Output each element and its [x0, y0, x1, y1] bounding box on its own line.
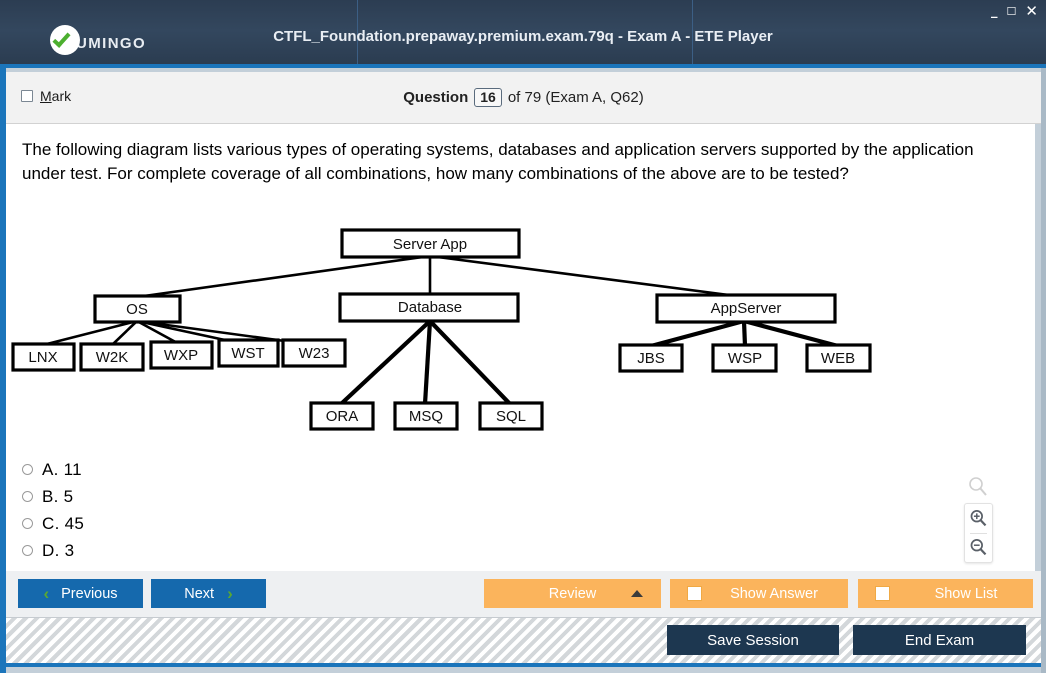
mark-accel: M [40, 88, 52, 104]
answer-option-label: A. 11 [42, 459, 82, 479]
tree-node-appserver: AppServer [655, 293, 837, 324]
show-answer-button[interactable]: Show Answer [670, 579, 848, 608]
answer-options: A. 11 B. 5 C. 45 D. 3 [22, 456, 84, 564]
tree-node-label: LNX [28, 349, 57, 366]
zoom-divider [970, 532, 987, 534]
answer-option-a[interactable]: A. 11 [22, 456, 84, 483]
mark-checkbox[interactable]: Mark [21, 88, 71, 104]
mark-checkbox-box[interactable] [21, 90, 33, 102]
question-word: Question [403, 89, 469, 106]
answer-option-label: D. 3 [42, 540, 75, 560]
tree-node-label: JBS [637, 350, 665, 367]
zoom-controls [964, 503, 993, 563]
title-bar: UMINGO CTFL_Foundation.prepaway.premium.… [0, 0, 1046, 68]
tree-leaf-w23: W23 [281, 338, 347, 368]
window-left-border [0, 68, 6, 673]
window-title: CTFL_Foundation.prepaway.premium.exam.79… [273, 28, 773, 45]
maximize-icon[interactable]: ☐ [1006, 5, 1017, 18]
magnifier-icon [967, 476, 989, 498]
tree-node-label: Database [398, 299, 462, 316]
radio-c[interactable] [22, 518, 33, 529]
tree-node-server-app: Server App [340, 228, 521, 259]
tree-leaf-w2k: W2K [79, 342, 145, 372]
answer-option-label: C. 45 [42, 513, 85, 533]
next-button-label: Next [184, 585, 215, 602]
tree-leaf-sql: SQL [478, 401, 544, 431]
previous-button-label: Previous [61, 585, 118, 602]
answer-option-label: B. 5 [42, 486, 74, 506]
show-list-button[interactable]: Show List [858, 579, 1033, 608]
check-circle-icon [50, 25, 80, 55]
tree-node-label: SQL [496, 408, 526, 425]
vumingo-logo: UMINGO [50, 25, 146, 55]
tree-node-database: Database [338, 292, 520, 323]
mark-label: Mark [40, 88, 71, 104]
show-list-checkbox[interactable] [875, 586, 890, 601]
tree-node-label: WST [231, 345, 264, 362]
tree-node-label: W2K [96, 349, 129, 366]
previous-button[interactable]: ‹ Previous [18, 579, 143, 608]
tree-node-label: AppServer [711, 300, 782, 317]
tree-svg: .nbox { fill:#ffffff; stroke:#000000; st… [11, 228, 872, 431]
zoom-out-icon[interactable] [964, 534, 993, 563]
chevron-right-icon: › [227, 584, 233, 603]
tree-leaf-jbs: JBS [618, 343, 684, 373]
answer-option-b[interactable]: B. 5 [22, 483, 84, 510]
radio-d[interactable] [22, 545, 33, 556]
question-header-bar: Mark Question 16 of 79 (Exam A, Q62) [6, 72, 1041, 124]
window-controls: _ ☐ ✕ [991, 2, 1038, 20]
answer-option-c[interactable]: C. 45 [22, 510, 84, 537]
tree-node-label: OS [126, 301, 148, 318]
navigation-toolbar: ‹ Previous Next › Review Show Answer Sho… [6, 571, 1041, 617]
question-number-field[interactable]: 16 [474, 88, 502, 107]
save-session-button[interactable]: Save Session [667, 625, 839, 655]
show-answer-label: Show Answer [730, 585, 818, 602]
tree-leaf-wsp: WSP [711, 343, 778, 373]
review-button[interactable]: Review [484, 579, 661, 608]
tree-node-os: OS [93, 294, 182, 324]
show-list-label: Show List [934, 585, 998, 602]
end-exam-label: End Exam [904, 631, 975, 649]
titlebar-divider-right [692, 0, 693, 64]
show-answer-checkbox[interactable] [687, 586, 702, 601]
tree-node-label: WXP [164, 347, 198, 364]
tree-leaf-msq: MSQ [393, 401, 459, 431]
chevron-left-icon: ‹ [43, 584, 50, 603]
tree-leaf-ora: ORA [309, 401, 375, 431]
radio-a[interactable] [22, 464, 33, 475]
tree-node-label: MSQ [409, 408, 443, 425]
mark-rest: ark [51, 88, 72, 104]
tree-node-label: W23 [299, 345, 330, 362]
combination-tree-diagram: .nbox { fill:#ffffff; stroke:#000000; st… [6, 219, 1035, 439]
question-counter: Question 16 of 79 (Exam A, Q62) [6, 88, 1041, 107]
minimize-icon[interactable]: _ [991, 4, 998, 19]
titlebar-divider-left [357, 0, 358, 64]
question-total: of 79 (Exam A, Q62) [507, 89, 644, 106]
tree-leaf-wst: WST [217, 338, 280, 368]
radio-b[interactable] [22, 491, 33, 502]
end-exam-button[interactable]: End Exam [853, 625, 1026, 655]
chevron-up-icon [631, 590, 643, 597]
tree-node-label: Server App [393, 236, 467, 253]
tree-node-label: WSP [728, 350, 762, 367]
save-session-label: Save Session [707, 631, 799, 649]
question-text: The following diagram lists various type… [22, 140, 974, 183]
review-button-label: Review [548, 585, 597, 602]
session-footer: Save Session End Exam [6, 617, 1041, 667]
zoom-in-icon[interactable] [964, 504, 993, 533]
tree-leaf-web: WEB [805, 343, 872, 373]
window-right-border [1041, 68, 1046, 673]
next-button[interactable]: Next › [151, 579, 266, 608]
answer-option-d[interactable]: D. 3 [22, 537, 84, 564]
tree-leaf-lnx: LNX [11, 342, 76, 372]
question-content-panel: The following diagram lists various type… [6, 124, 1035, 571]
logo-text: UMINGO [76, 34, 147, 52]
tree-node-label: WEB [821, 350, 855, 367]
close-icon[interactable]: ✕ [1025, 2, 1038, 20]
tree-node-label: ORA [326, 408, 359, 425]
tree-leaf-wxp: WXP [149, 340, 214, 370]
